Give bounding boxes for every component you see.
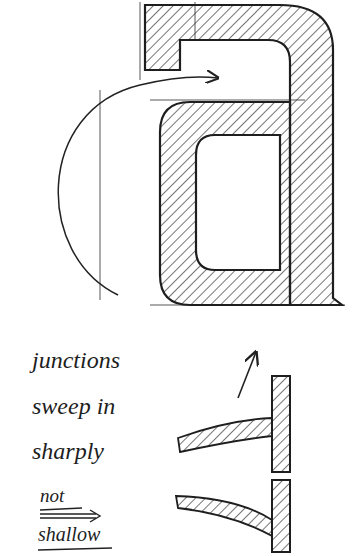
- handwritten-note: shallow: [38, 523, 138, 545]
- handwritten-note: not: [40, 486, 110, 507]
- handwritten-note: junctions sweep in sharply: [32, 338, 142, 475]
